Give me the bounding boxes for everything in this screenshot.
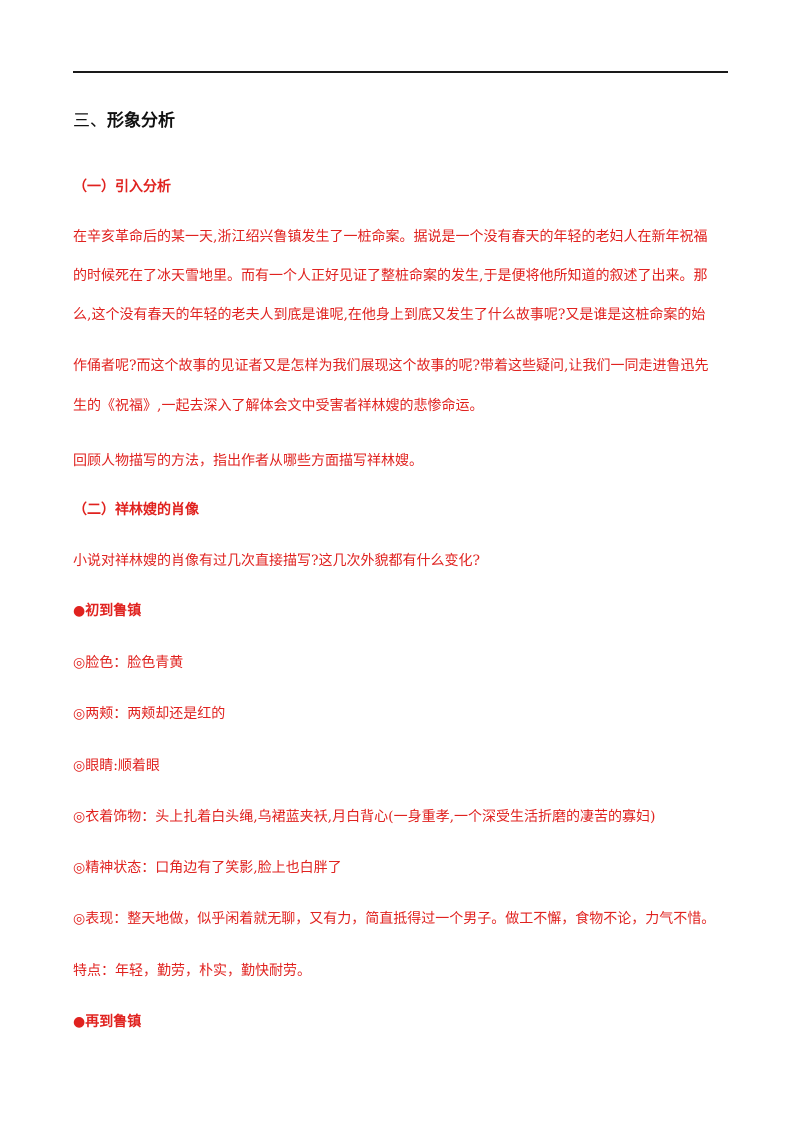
feature-item: ◎表现：整天地做，似乎闲着就无聊，又有力，简直抵得过一个男子。做工不懈，食物不论…: [73, 911, 716, 927]
intro-para-line: 作俑者呢?而这个故事的见证者又是怎样为我们展现这个故事的呢?带着这些疑问,让我们…: [73, 358, 709, 374]
feature-item: ◎脸色：脸色青黄: [73, 655, 184, 671]
subheading-intro: （一）引入分析: [73, 179, 171, 195]
section-heading: 三、形象分析: [73, 106, 175, 131]
top-rule: [73, 71, 728, 73]
portrait-question: 小说对祥林嫂的肖像有过几次直接描写?这几次外貌都有什么变化?: [73, 553, 481, 569]
second-arrival-heading: ●再到鲁镇: [73, 1014, 142, 1030]
intro-para-line: 生的《祝福》,一起去深入了解体会文中受害者祥林嫂的悲惨命运。: [73, 398, 484, 414]
subheading-portrait: （二）祥林嫂的肖像: [73, 502, 199, 518]
task-text: 回顾人物描写的方法，指出作者从哪些方面描写祥林嫂。: [73, 453, 423, 469]
intro-para-line: 的时候死在了冰天雪地里。而有一个人正好见证了整桩命案的发生,于是便将他所知道的叙…: [73, 268, 708, 284]
feature-item: ◎衣着饰物：头上扎着白头绳,乌裙蓝夹袄,月白背心(一身重孝,一个深受生活折磨的凄…: [73, 809, 656, 825]
feature-item: ◎两颊：两颊却还是红的: [73, 706, 226, 722]
section-number: 三、: [73, 111, 107, 131]
feature-item: ◎眼睛:顺着眼: [73, 758, 160, 774]
first-arrival-heading: ●初到鲁镇: [73, 603, 142, 619]
feature-item: ◎精神状态：口角边有了笑影,脸上也白胖了: [73, 860, 342, 876]
trait-summary: 特点：年轻，勤劳，朴实，勤快耐劳。: [73, 963, 311, 979]
intro-para-line: 在辛亥革命后的某一天,浙江绍兴鲁镇发生了一桩命案。据说是一个没有春天的年轻的老妇…: [73, 229, 708, 245]
intro-para-line: 么,这个没有春天的年轻的老夫人到底是谁呢,在他身上到底又发生了什么故事呢?又是谁…: [73, 307, 706, 323]
section-title: 形象分析: [107, 111, 175, 131]
